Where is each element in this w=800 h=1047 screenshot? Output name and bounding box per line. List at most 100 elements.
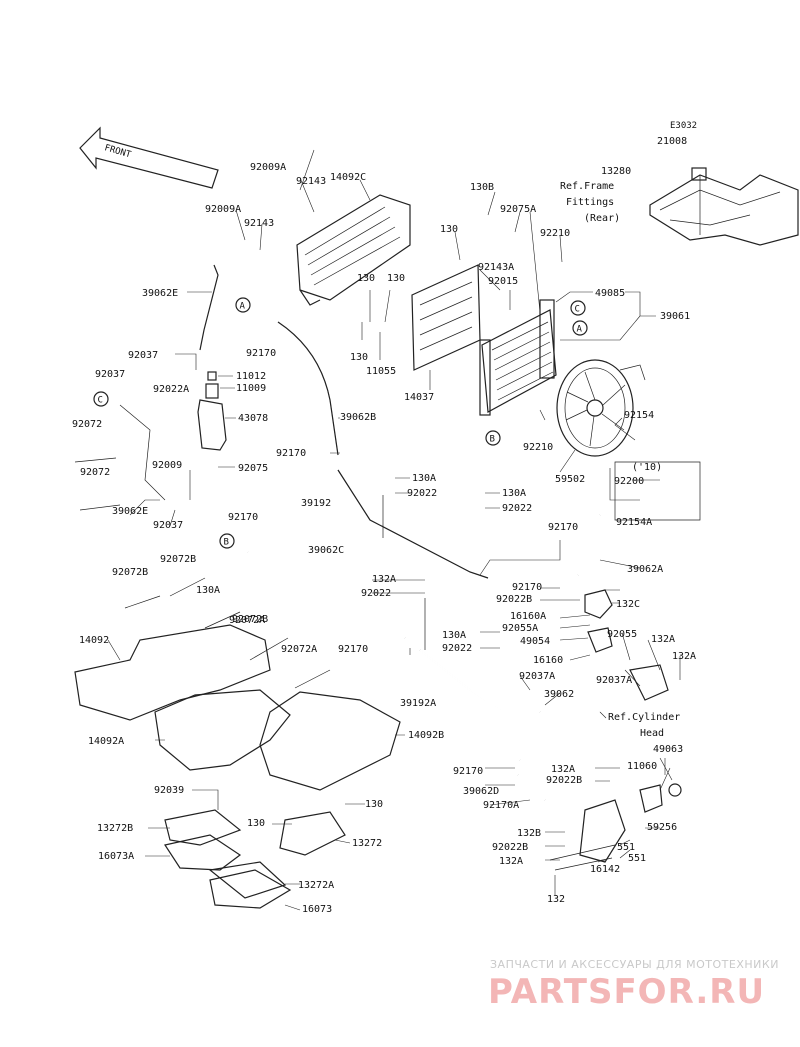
part-label: 14092A [88,736,124,747]
part-label: 132A [499,856,523,867]
callout-a-left [235,297,251,313]
callout-c-left [93,391,109,407]
part-label: 39192 [301,498,331,509]
part-label: 92037A [596,675,632,686]
part-label: 92022 [502,503,532,514]
part-label: 16142 [590,864,620,875]
watermark-brand: PARTSFOR.RU [488,972,765,1012]
part-label: 92154 [624,410,654,421]
part-label: 92072A [281,644,317,655]
radiator-shroud-part [296,194,411,306]
part-label: 92022B [492,842,528,853]
bolts-rods [74,457,426,689]
hoses [119,264,602,802]
part-label: 16160 [533,655,563,666]
part-label: 92170 [276,448,306,459]
part-label: 39062 [544,689,574,700]
front-arrow-icon: FRONT [79,126,219,189]
part-label: 11060 [627,761,657,772]
part-label: 39062B [340,412,376,423]
part-label: 13272 [352,838,382,849]
part-label: 11055 [366,366,396,377]
callout-b-left [219,533,235,549]
ref-frame-line3: (Rear) [584,213,620,224]
part-label: 92022B [496,594,532,605]
panel-13272b [164,809,242,846]
part-label: 39062E [142,288,178,299]
part-label: 92072 [72,419,102,430]
panel-16073a [164,834,242,871]
part-label: 92210 [523,442,553,453]
svg-text:A: A [577,325,583,335]
part-label: 92072B [160,554,196,565]
part-label: 92009 [152,460,182,471]
svg-text:A: A [240,302,246,312]
part-label: 13272B [97,823,133,834]
part-label: 39061 [660,311,690,322]
part-label: 132B [517,828,541,839]
callout-b-right [485,430,501,446]
part-label: 92037 [128,350,158,361]
part-label: 92075A [500,204,536,215]
part-label: 92170 [453,766,483,777]
part-label: 551 [617,842,635,853]
part-label: 92022A [153,384,189,395]
part-label: 92143A [478,262,514,273]
radiator-screen-part [411,264,481,371]
part-label: 92170 [246,348,276,359]
part-label: 11012 [236,371,266,382]
part-label: 130A [442,630,466,641]
ref-cylinder-line2: Head [640,728,664,739]
part-label: 92055 [607,629,637,640]
frame-fittings-part [649,167,799,246]
part-label: 92200 [614,476,644,487]
panel-16073 [209,869,292,909]
svg-text:C: C [575,305,580,315]
part-label: 551 [628,853,646,864]
part-label: 92170 [338,644,368,655]
part-label: 132A [651,634,675,645]
water-pump-part [549,783,682,871]
part-label: 92055A [502,623,538,634]
panel-14092a [154,689,291,771]
part-label: 59502 [555,474,585,485]
part-label: 132A [372,574,396,585]
part-label: 130B [470,182,494,193]
ref-cylinder-line1: Ref.Cylinder [608,712,680,723]
part-label: 39062D [463,786,499,797]
part-label: 92022B [546,775,582,786]
part-label: 92075 [238,463,268,474]
part-label: 132 [547,894,565,905]
part-label: 14092C [330,172,366,183]
panel-14092b [259,691,401,791]
part-label: 49054 [520,636,550,647]
part-label: 92170 [548,522,578,533]
part-label: 130 [365,799,383,810]
callout-c-right [570,300,586,316]
part-label: 92022 [361,588,391,599]
part-label: 132A [551,764,575,775]
year-note: ('10) [632,462,662,473]
part-label: 16073A [98,851,134,862]
part-label: 92022 [442,643,472,654]
panel-13272 [279,811,346,856]
part-label: 49085 [595,288,625,299]
part-label: 92072B [112,567,148,578]
callout-circles: A A B B C C [93,297,588,549]
part-label: 39062A [627,564,663,575]
radiator-part [479,299,557,416]
svg-text:C: C [98,396,103,406]
ref-frame-line1: Ref.Frame [560,181,614,192]
part-label: 130A [412,473,436,484]
diagram-code: E3032 [670,121,697,131]
part-label: 39192A [400,698,436,709]
part-label: 13280 [601,166,631,177]
cooling-fan-part [556,359,646,457]
leader-lines [107,149,681,911]
part-label: 130A [502,488,526,499]
reservoir-tank-part [197,371,227,451]
part-label: 16073 [302,904,332,915]
part-label: 92143 [244,218,274,229]
